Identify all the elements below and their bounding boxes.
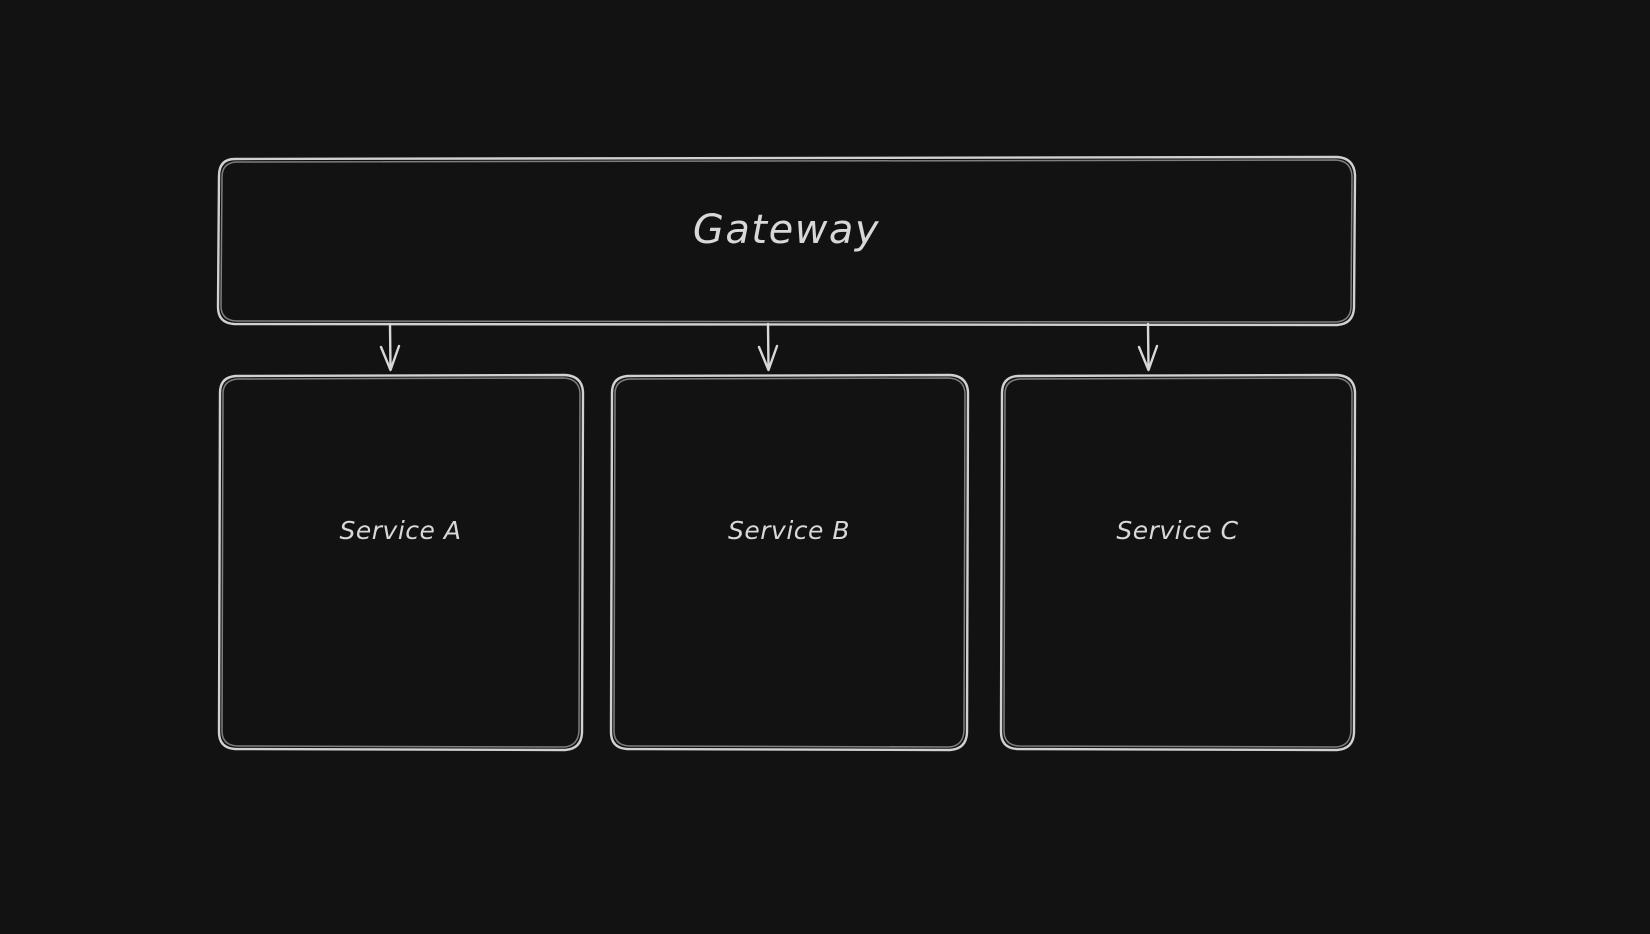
node-label-service-a: Service A [339,516,462,545]
node-service-b[interactable] [610,375,968,750]
arrow-gateway-to-service-b[interactable] [750,323,786,377]
node-service-c[interactable] [1000,375,1355,750]
arrow-gateway-to-service-c[interactable] [1130,323,1166,377]
node-label-gateway: Gateway [692,207,881,253]
node-label-service-c: Service C [1116,516,1239,545]
node-service-a[interactable] [218,375,583,750]
arrow-gateway-to-service-a[interactable] [372,323,408,377]
node-label-service-b: Service B [728,516,850,545]
